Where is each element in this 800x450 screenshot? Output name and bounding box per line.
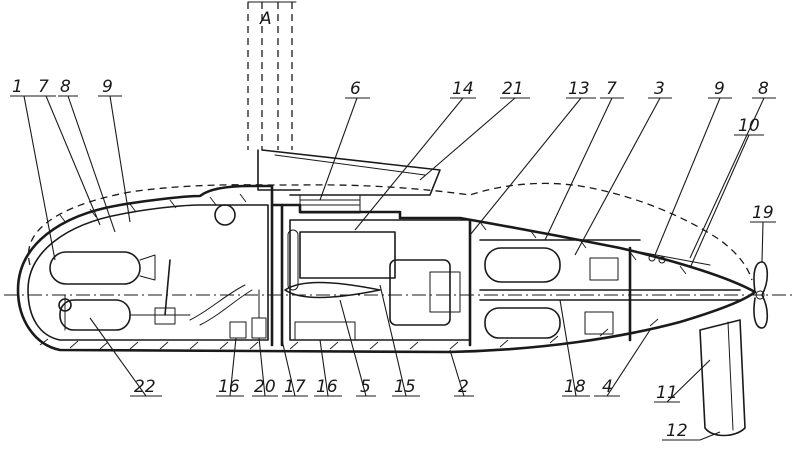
bow-components [49,204,267,339]
outer-fairing-outline [27,182,753,281]
callout-12: 12 [666,421,688,441]
callout-18: 18 [564,377,586,397]
engine-compartment [270,194,471,347]
aft-components [468,218,741,347]
callout-7b: 7 [606,79,617,99]
hull-inner-outline [27,204,269,341]
callout-4: 4 [602,377,613,397]
hull-hatching [39,193,687,350]
callout-8b: 8 [758,79,769,99]
callout-16: 16 [218,377,240,397]
callout-9: 9 [102,77,113,97]
callout-3: 3 [654,79,665,99]
callout-8: 8 [60,77,71,97]
callout-15: 15 [394,377,416,397]
callout-16b: 16 [316,377,338,397]
callout-14: 14 [452,79,474,99]
callout-21: 21 [502,79,524,99]
hull-outline [16,184,757,354]
callout-10: 10 [738,116,760,136]
callout-20: 20 [254,377,276,397]
mast-label: A [259,9,272,29]
callout-2: 2 [458,377,469,397]
callout-5: 5 [360,377,371,397]
callout-1: 1 [12,77,23,97]
callout-6: 6 [350,79,361,99]
mast-assembly [247,1,441,196]
callout-22: 22 [134,377,156,397]
callout-numbers: 1 7 8 9 6 14 21 13 7 3 9 8 10 19 22 16 2… [12,77,774,441]
callout-19: 19 [752,203,774,223]
callout-13: 13 [568,79,590,99]
callout-9b: 9 [714,79,725,99]
callout-11: 11 [656,383,678,403]
callout-7: 7 [38,77,49,97]
leader-lines [10,95,776,441]
propeller-assembly [753,261,769,329]
callout-17: 17 [284,377,306,397]
rudder [699,319,746,437]
